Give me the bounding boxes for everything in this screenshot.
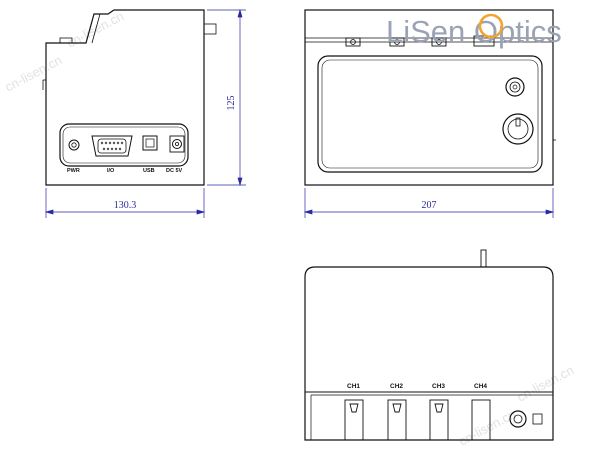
- pwr-port-icon: [68, 139, 80, 151]
- front-view-dimensions: [303, 188, 555, 218]
- channel-label-ch3: CH3: [432, 383, 445, 390]
- watermark-bottom-right: cn-lisen.cn: [514, 362, 576, 404]
- channel-label-ch2: CH2: [390, 383, 403, 390]
- front-view-panel: [317, 55, 543, 173]
- port-label-io: I/O: [107, 168, 115, 174]
- side-view-right-stub: [203, 23, 217, 35]
- top-view-knob-icon: [509, 410, 527, 428]
- top-view-body: [304, 266, 554, 441]
- channel-label-ch1: CH1: [347, 383, 360, 390]
- io-port-body: [97, 138, 127, 154]
- brand-logo: LiSen Optics: [386, 13, 562, 49]
- front-small-knob-icon: [505, 77, 525, 97]
- brand-logo-text: LiSen Optics: [386, 14, 562, 49]
- front-width-dimension-value: 207: [422, 200, 437, 211]
- side-view: [42, 9, 217, 186]
- top-view-small-square: [532, 413, 543, 425]
- dc-port-frame: [169, 135, 185, 153]
- usb-port-inner: [145, 138, 155, 148]
- front-switch-icon: [502, 113, 534, 145]
- ch4-connector: [471, 399, 491, 441]
- dc-port-pin: [174, 141, 179, 146]
- front-view-body: [304, 9, 554, 186]
- ch1-connector: [344, 399, 364, 441]
- top-view-channel-connectors: [344, 399, 491, 441]
- side-view-labels: PWR I/O USB DC 5V: [67, 168, 183, 174]
- side-width-dimension-value: 130.3: [114, 200, 137, 211]
- io-port-pins: [100, 141, 124, 151]
- port-label-pwr: PWR: [67, 168, 80, 174]
- side-view-dimensions: [44, 8, 246, 218]
- pwr-port-inner-icon: [71, 142, 77, 148]
- side-view-body: [45, 9, 205, 186]
- channel-label-ch4: CH4: [474, 383, 487, 390]
- port-label-usb: USB: [143, 168, 155, 174]
- side-view-port-panel-inner: [62, 126, 186, 164]
- top-view-channel-labels: CH1 CH2 CH3 CH4: [347, 383, 487, 390]
- watermark-left: cn-lisen.cn: [2, 52, 64, 94]
- top-view-antenna: [480, 249, 487, 268]
- side-view-handle-inner: [91, 13, 101, 44]
- front-view: [304, 9, 556, 186]
- port-label-dc5v: DC 5V: [166, 168, 183, 174]
- ch2-connector: [387, 399, 407, 441]
- front-view-panel-inner: [321, 59, 539, 169]
- watermark-bottom: cn-lisen.cn: [456, 406, 518, 448]
- height-dimension-value: 125: [226, 96, 237, 111]
- side-view-top-tab: [59, 37, 73, 44]
- watermark-group: cn-lisen.cn cn-lisen.cn cn-lisen.cn cn-l…: [2, 8, 576, 448]
- side-view-port-panel: [59, 123, 189, 167]
- top-view: [304, 249, 554, 441]
- io-port-icon: [91, 135, 133, 157]
- dc-port-icon: [172, 139, 182, 149]
- brand-logo-ring-icon: [478, 13, 504, 39]
- ch3-connector: [429, 399, 449, 441]
- usb-port-icon: [142, 135, 158, 151]
